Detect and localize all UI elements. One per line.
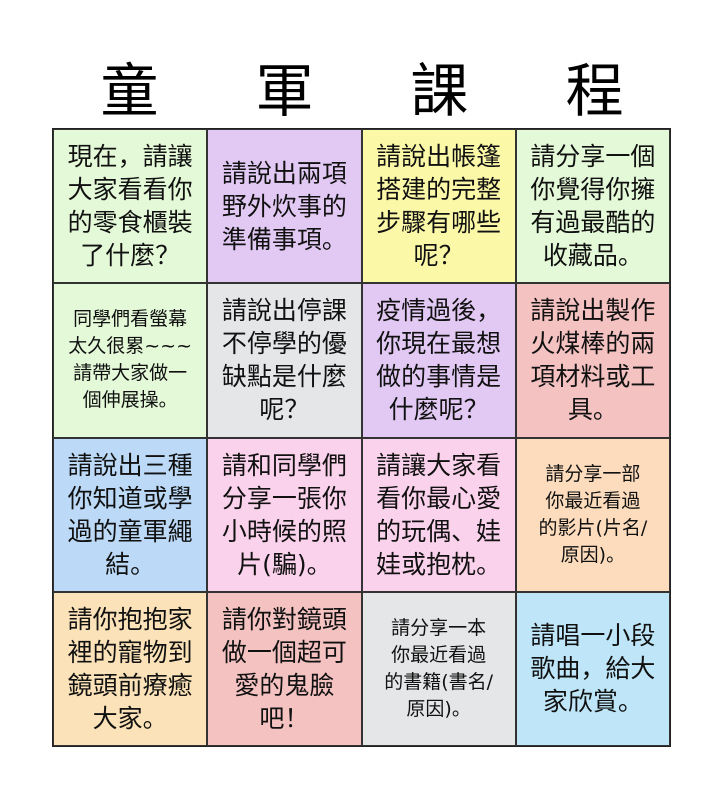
bingo-cell[interactable]: 請說出兩項野外炊事的準備事項。 <box>207 129 362 284</box>
cell-text-line: 同學們看螢幕 <box>73 308 188 331</box>
cell-text-line: 請你抱抱家 <box>67 604 193 634</box>
cell-text-line: 片(騙)。 <box>237 549 332 579</box>
cell-text-line: 過的童軍繩 <box>67 516 193 546</box>
cell-text-line: 分享一張你 <box>221 483 347 513</box>
cell-text-line: 野外炊事的 <box>221 191 347 221</box>
cell-text-line: 太久很累~~~ <box>68 335 192 358</box>
page-title: 童 軍 課 程 <box>52 48 672 125</box>
title-char: 程 <box>565 57 624 125</box>
bingo-cell[interactable]: 請分享一本你最近看過的書籍(書名/原因)。 <box>361 591 516 746</box>
cell-text-line: 原因)。 <box>406 697 471 720</box>
bingo-cell[interactable]: 請讓大家看看你最心愛的玩偶、娃娃或抱枕。 <box>361 437 516 592</box>
title-char: 課 <box>410 57 469 125</box>
title-char: 童 <box>100 57 159 125</box>
bingo-cell[interactable]: 請和同學們分享一張你小時候的照片(騙)。 <box>207 437 362 592</box>
cell-text-line: 的影片(片名/ <box>538 516 648 539</box>
cell-text-line: 請唱一小段 <box>530 621 656 651</box>
cell-text-line: 個伸展操。 <box>82 389 178 412</box>
cell-text-line: 做一個超可 <box>221 637 347 667</box>
cell-text-line: 大家。 <box>92 703 168 733</box>
bingo-cell[interactable]: 請說出製作火煤棒的兩項材料或工具。 <box>515 283 670 438</box>
bingo-cell[interactable]: 請唱一小段歌曲，給大家欣賞。 <box>515 591 670 746</box>
cell-text-line: 大家看看你 <box>67 175 193 205</box>
cell-text-line: 請你對鏡頭 <box>221 604 347 634</box>
cell-text-line: 準備事項。 <box>221 224 347 254</box>
cell-text-line: 收藏品。 <box>542 241 643 271</box>
cell-text-line: 鏡頭前療癒 <box>67 670 193 700</box>
cell-text-line: 呢？ <box>259 395 310 425</box>
cell-text-line: 你現在最想 <box>376 329 502 359</box>
cell-text-line: 火煤棒的兩 <box>530 329 656 359</box>
cell-text-line: 你最近看過 <box>391 643 487 666</box>
cell-text-line: 請說出三種 <box>67 450 193 480</box>
title-char: 軍 <box>255 57 314 125</box>
cell-text-line: 疫情過後， <box>376 296 502 326</box>
cell-text-line: 的書籍(書名/ <box>384 670 494 693</box>
cell-text-line: 你覺得你擁 <box>530 175 656 205</box>
cell-text-line: 愛的鬼臉 <box>234 670 335 700</box>
cell-text-line: 什麼呢？ <box>388 395 489 425</box>
cell-text-line: 請說出停課 <box>221 296 347 326</box>
bingo-cell[interactable]: 疫情過後，你現在最想做的事情是什麼呢？ <box>361 283 516 438</box>
cell-text-line: 請帶大家做一 <box>73 362 188 385</box>
cell-text-line: 有過最酷的 <box>530 208 656 238</box>
cell-text-line: 家欣賞。 <box>542 687 643 717</box>
cell-text-line: 呢？ <box>413 241 464 271</box>
cell-text-line: 你知道或學 <box>67 483 193 513</box>
cell-text-line: 你最近看過 <box>545 489 641 512</box>
cell-text-line: 的玩偶、娃 <box>376 516 502 546</box>
cell-text-line: 吧！ <box>259 703 310 733</box>
cell-text-line: 裡的寵物到 <box>67 637 193 667</box>
cell-text-line: 請分享一本 <box>391 616 487 639</box>
cell-text-line: 小時候的照 <box>221 516 347 546</box>
cell-text-line: 請分享一個 <box>530 142 656 172</box>
bingo-cell[interactable]: 請你抱抱家裡的寵物到鏡頭前療癒大家。 <box>53 591 208 746</box>
cell-text-line: 結。 <box>105 549 156 579</box>
cell-text-line: 做的事情是 <box>376 362 502 392</box>
cell-text-line: 請分享一部 <box>545 462 641 485</box>
bingo-cell[interactable]: 請你對鏡頭做一個超可愛的鬼臉吧！ <box>207 591 362 746</box>
bingo-cell[interactable]: 請分享一部你最近看過的影片(片名/原因)。 <box>515 437 670 592</box>
cell-text-line: 現在，請讓 <box>67 142 193 172</box>
cell-text-line: 了什麼？ <box>80 241 181 271</box>
cell-text-line: 缺點是什麼 <box>221 362 347 392</box>
cell-text-line: 娃或抱枕。 <box>376 549 502 579</box>
cell-text-line: 請說出製作 <box>530 296 656 326</box>
bingo-cell[interactable]: 請說出帳篷搭建的完整步驟有哪些呢？ <box>361 129 516 284</box>
cell-text-line: 搭建的完整 <box>376 175 502 205</box>
cell-text-line: 的零食櫃裝 <box>67 208 193 238</box>
cell-text-line: 原因)。 <box>560 543 626 566</box>
bingo-cell[interactable]: 現在，請讓大家看看你的零食櫃裝了什麼？ <box>53 129 208 284</box>
cell-text-line: 項材料或工 <box>530 362 656 392</box>
cell-text-line: 請說出帳篷 <box>376 142 502 172</box>
cell-text-line: 步驟有哪些 <box>376 208 502 238</box>
bingo-cell[interactable]: 請分享一個你覺得你擁有過最酷的收藏品。 <box>515 129 670 284</box>
cell-text-line: 不停學的優 <box>221 329 347 359</box>
cell-text-line: 請和同學們 <box>221 450 347 480</box>
cell-text-line: 請說出兩項 <box>221 158 347 188</box>
bingo-cell[interactable]: 請說出停課不停學的優缺點是什麼呢？ <box>207 283 362 438</box>
bingo-grid: 現在，請讓大家看看你的零食櫃裝了什麼？請說出兩項野外炊事的準備事項。請說出帳篷搭… <box>52 128 671 747</box>
cell-text-line: 歌曲，給大 <box>530 654 656 684</box>
cell-text-line: 具。 <box>567 395 618 425</box>
bingo-cell[interactable]: 同學們看螢幕太久很累~~~ 請帶大家做一個伸展操。 <box>53 283 208 438</box>
cell-text-line: 請讓大家看 <box>376 450 502 480</box>
bingo-cell[interactable]: 請說出三種你知道或學過的童軍繩結。 <box>53 437 208 592</box>
cell-text-line: 看你最心愛 <box>376 483 502 513</box>
